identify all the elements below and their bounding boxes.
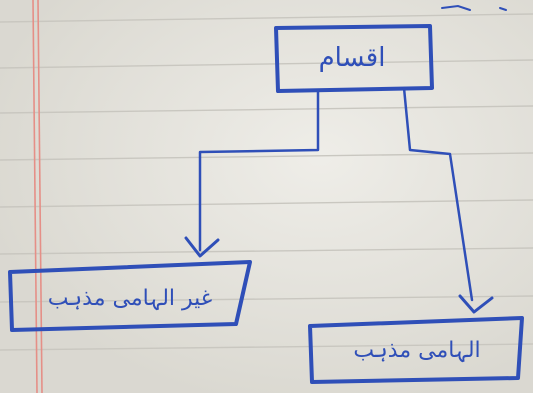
left-child-box [8, 260, 252, 332]
connector-left [198, 88, 320, 252]
arrowhead-right [458, 294, 494, 314]
arrowhead-left [184, 236, 220, 258]
right-child-box [308, 316, 524, 384]
right-node-label: الہامی مذہب [353, 338, 481, 363]
ink-mark [441, 4, 507, 11]
margin-lines [32, 0, 43, 393]
root-box [274, 24, 434, 93]
left-node-label: غیر الہامی مذہب [47, 286, 213, 311]
root-node-label: اقسام [318, 43, 386, 73]
connector-right [402, 86, 474, 302]
